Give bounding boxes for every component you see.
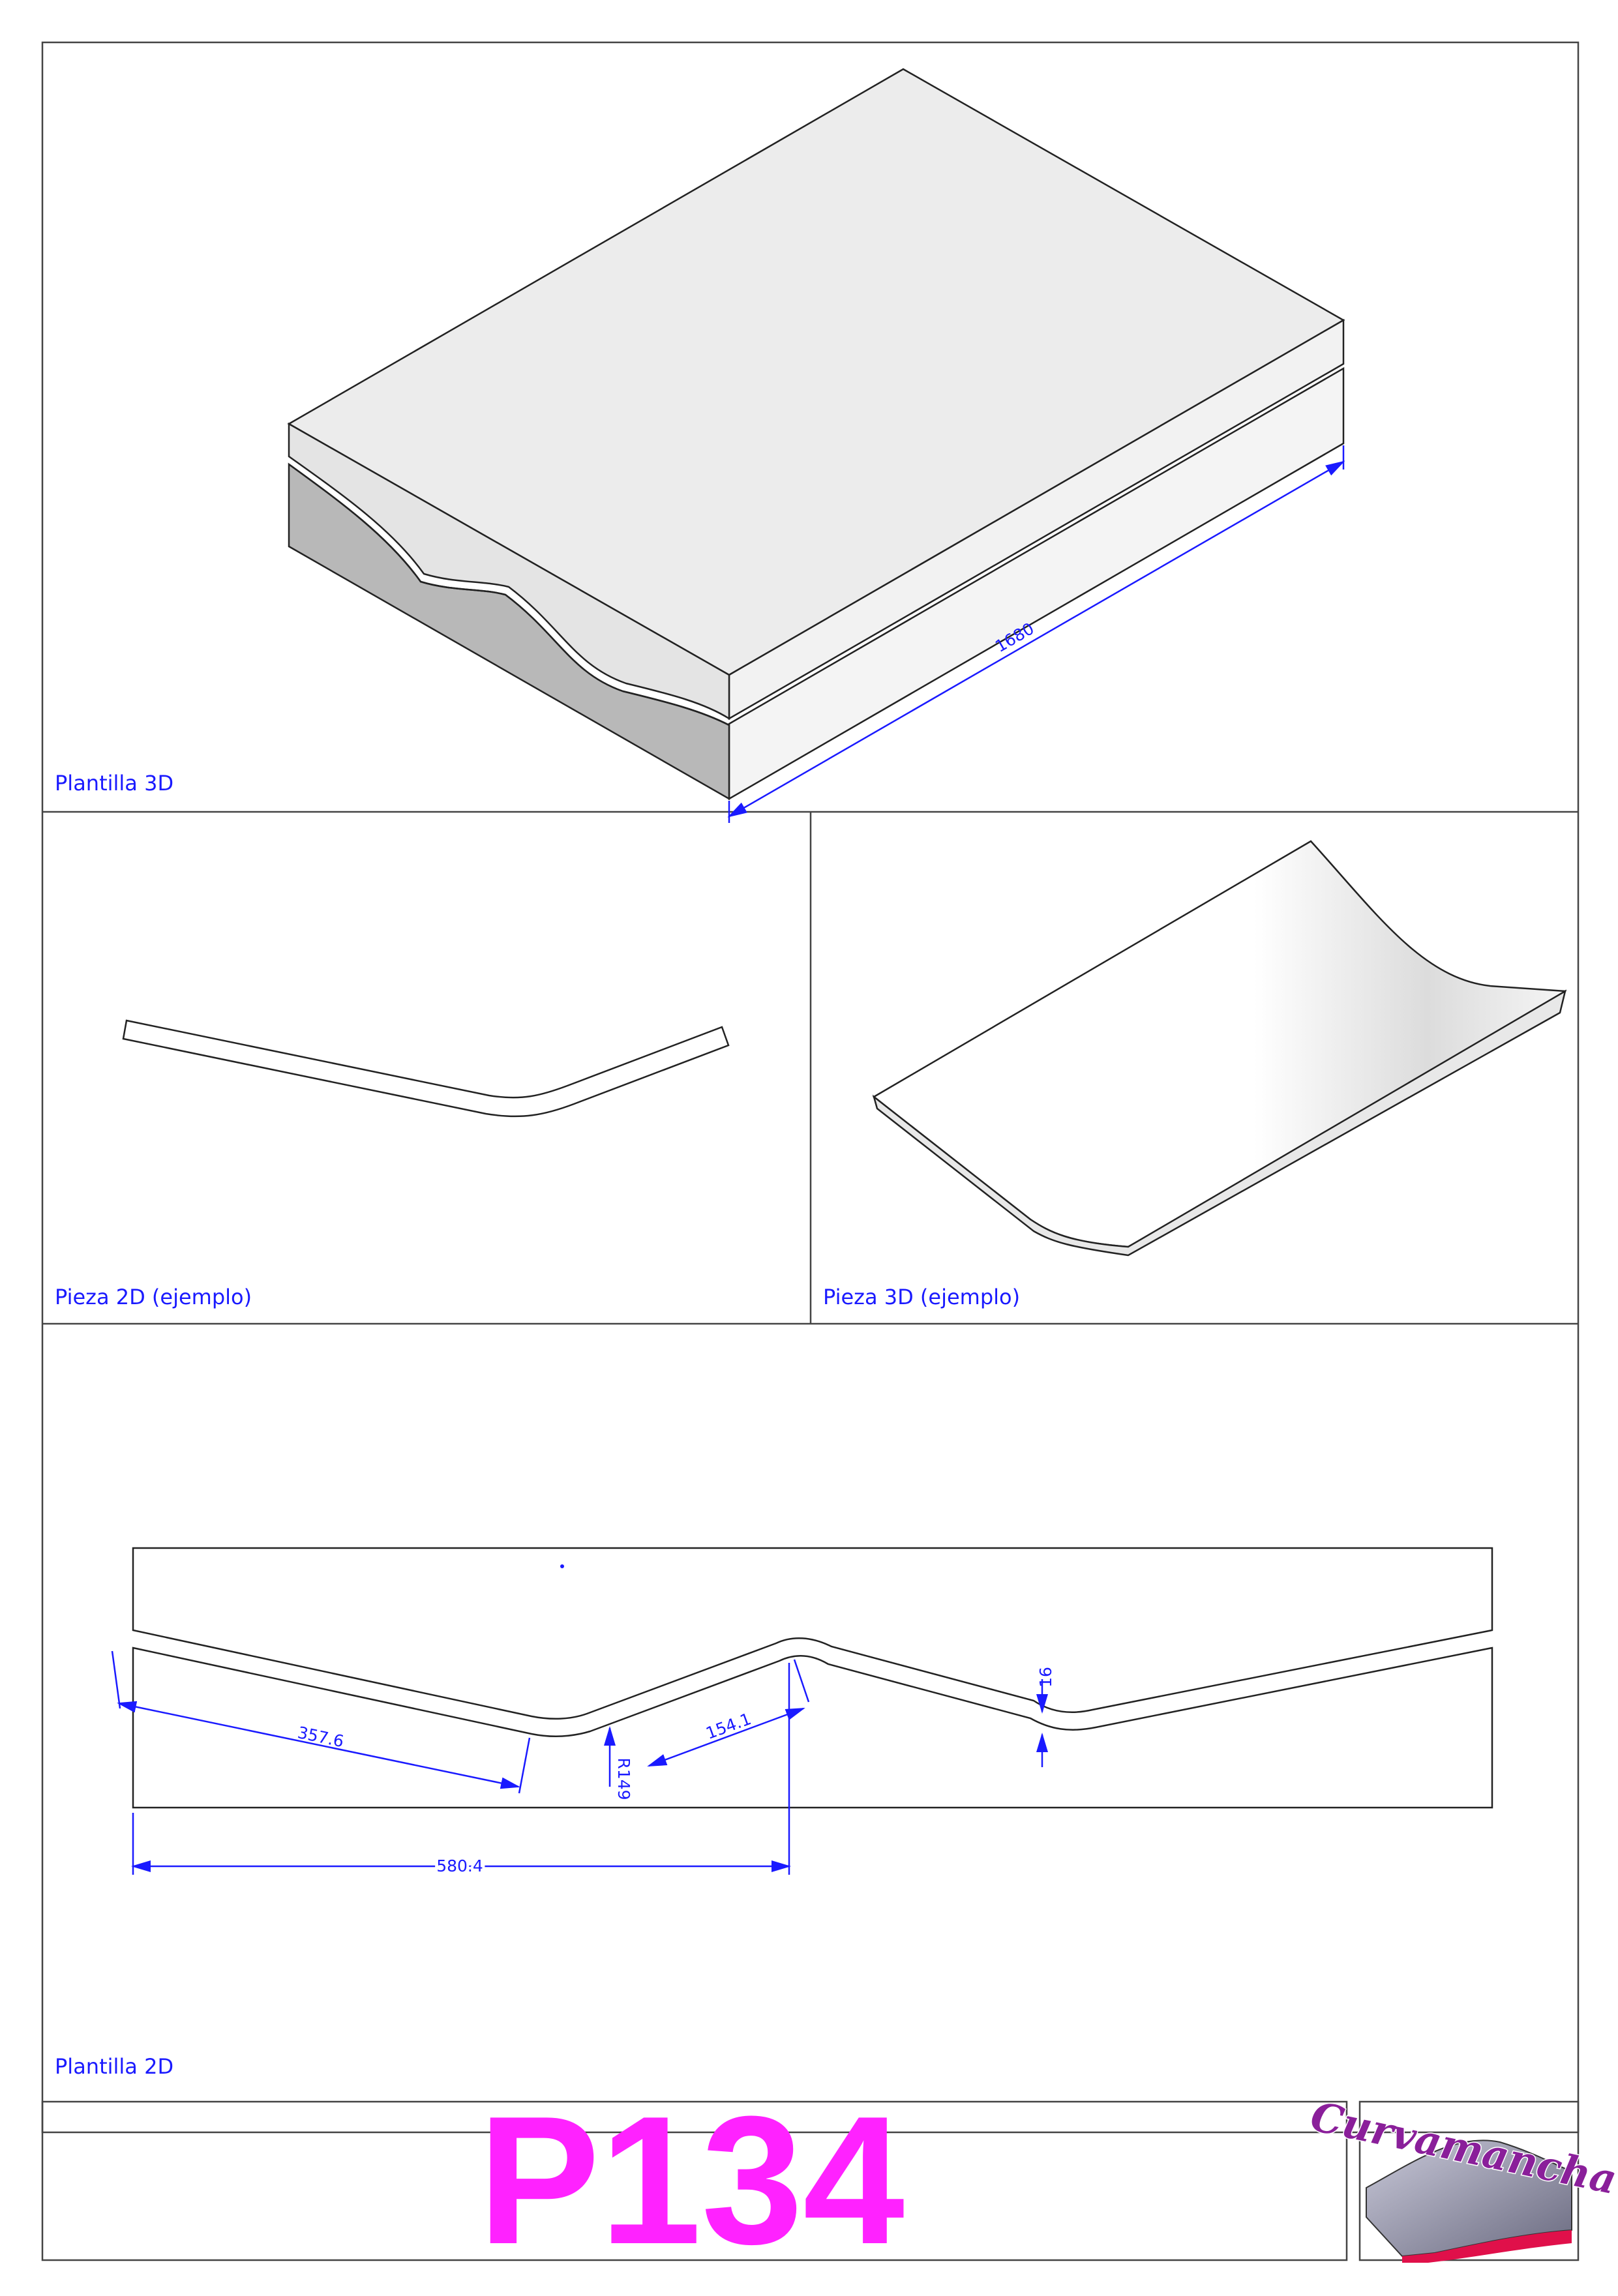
curvamancha-logo: Curvamancha	[1306, 2091, 1618, 2263]
template-3d-drawing: 1680	[287, 68, 1345, 823]
piece-3d-drawing	[872, 840, 1567, 1257]
dim-line-154-1	[647, 1707, 805, 1767]
template-3d-label: Plantilla 3D	[55, 771, 173, 796]
piece-2d-outline	[122, 1019, 730, 1118]
piece-3d-thickness	[872, 989, 1566, 1257]
template-2d-drawing: 357.6 R149 154.1 16 580.4	[111, 1547, 1493, 1878]
part-code: P134	[478, 2079, 906, 2282]
piece-2d-label: Pieza 2D (ejemplo)	[55, 1285, 252, 1309]
dim-line-1680	[727, 460, 1345, 818]
piece-3d-label: Pieza 3D (ejemplo)	[823, 1285, 1020, 1309]
upper-template-outline	[132, 1547, 1493, 1720]
upper-slab-top-face	[287, 68, 1345, 676]
dim-thickness-label: 16	[1036, 1667, 1055, 1688]
upper-slab-left-face	[288, 422, 730, 721]
piece-2d-drawing	[122, 1019, 730, 1118]
dim-radius-label: R149	[614, 1757, 633, 1800]
dim-line-357-6	[117, 1701, 520, 1789]
template-2d-label: Plantilla 2D	[55, 2054, 173, 2079]
dim-580-4-label: 580.4	[436, 1856, 483, 1875]
